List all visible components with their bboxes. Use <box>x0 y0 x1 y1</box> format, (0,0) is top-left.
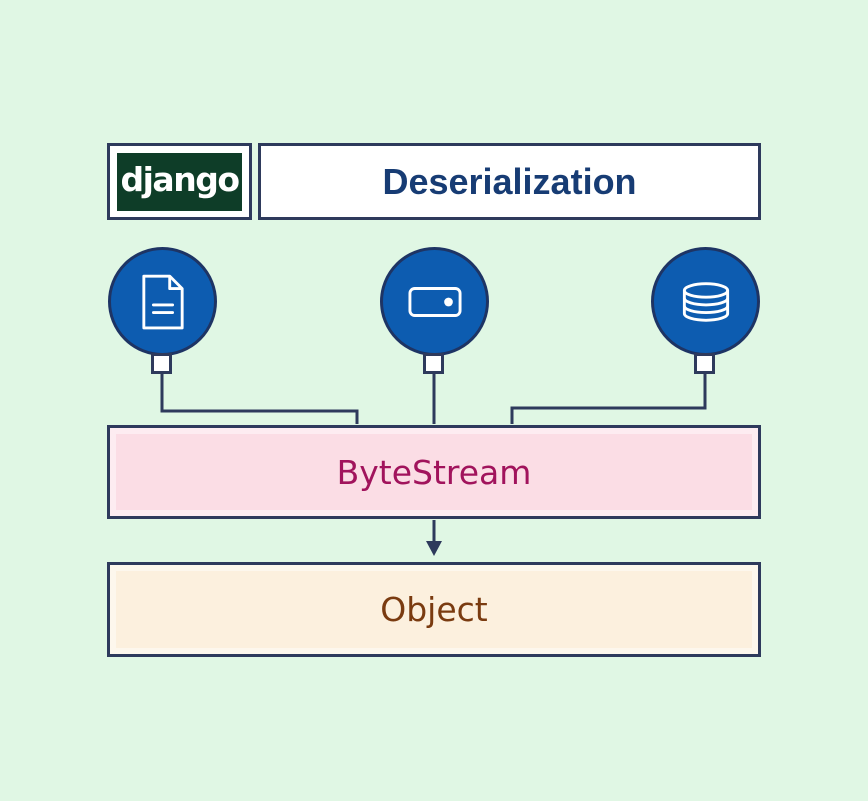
connector-plug <box>151 353 172 374</box>
source-node-database <box>651 247 760 356</box>
database-icon <box>682 281 729 322</box>
flow-arrow-head <box>426 541 442 556</box>
django-logo-box: django <box>107 143 252 220</box>
bytestream-label: ByteStream <box>336 452 532 492</box>
page-title: Deserialization <box>382 160 637 202</box>
django-logo-background: django <box>117 152 242 211</box>
connector-plug <box>423 353 444 374</box>
file-document-icon <box>141 274 184 329</box>
bytestream-node: ByteStream <box>107 425 761 519</box>
source-node-storage <box>380 247 489 356</box>
object-label: Object <box>380 590 488 629</box>
title-box: Deserialization <box>258 143 761 220</box>
storage-device-icon <box>407 286 462 317</box>
connector-plug <box>694 353 715 374</box>
object-node: Object <box>107 562 761 657</box>
source-node-file <box>108 247 217 356</box>
django-logo-text: django <box>120 160 241 199</box>
